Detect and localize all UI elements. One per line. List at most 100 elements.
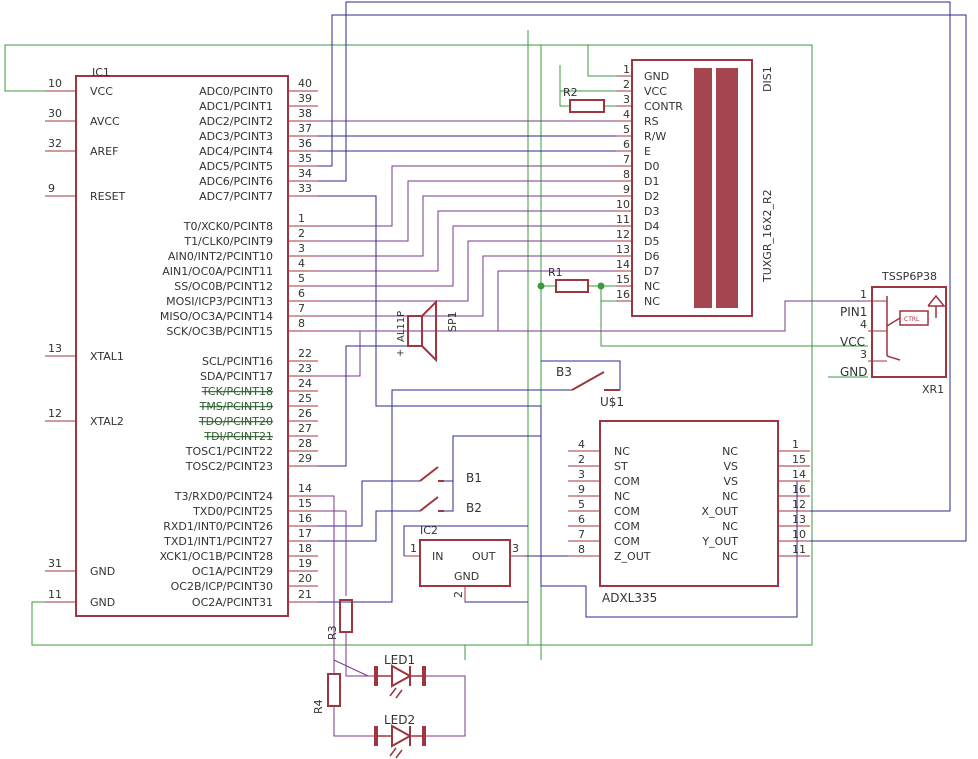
lcd-pin-num: 14 — [616, 258, 630, 271]
lcd-pin-label: D7 — [644, 265, 659, 278]
resistor-r4[interactable]: R4 — [312, 673, 341, 714]
adxl-pin-label: NC — [614, 445, 630, 458]
adxl-pin-label: NC — [722, 490, 738, 503]
adxl-pin-label: VS — [723, 475, 738, 488]
led2-triangle-icon — [391, 724, 413, 748]
ic1-pin-num: 18 — [298, 542, 312, 555]
net-led-gnd — [424, 675, 466, 737]
resistor-r1[interactable]: R1 — [548, 266, 589, 293]
ic1-pin-label: MISO/OC3A/PCINT14 — [160, 310, 273, 323]
led-led2[interactable]: LED2 — [374, 713, 426, 759]
ic1-pin-num: 14 — [298, 482, 312, 495]
ic1-pin-label: ADC0/PCINT0 — [199, 85, 273, 98]
regulator-ic2[interactable]: IC2 IN OUT GND 1 3 2 — [404, 524, 525, 602]
ic1-pin-num: 35 — [298, 152, 312, 165]
lcd-pin-label: D5 — [644, 235, 659, 248]
ic1-pin-num: 16 — [298, 512, 312, 525]
lcd-pin-label: D6 — [644, 250, 659, 263]
ic1-pin-label: ADC1/PCINT1 — [199, 100, 273, 113]
junction-dot — [597, 282, 605, 290]
lcd-pin-label: D4 — [644, 220, 659, 233]
ir-receiver[interactable]: TSSP6P38 XR1 CTRL 1 4 3 PIN1 VCC GND — [840, 270, 947, 396]
net-d4 — [288, 225, 616, 287]
ic1-pin-num: 32 — [48, 137, 62, 150]
switch-b1[interactable]: B1 — [419, 466, 482, 485]
net-r2-contr — [559, 65, 570, 107]
net-xr1-vcc — [600, 301, 868, 347]
net-adc7 — [288, 195, 600, 557]
ic1-pin-label: XTAL1 — [90, 350, 124, 363]
lcd-pin-num: 15 — [616, 273, 630, 286]
ic1-pin-num: 10 — [48, 77, 62, 90]
sp1-name: SP1 — [446, 311, 459, 332]
ic1-pin-num: 11 — [48, 588, 62, 601]
led1-triangle-icon — [391, 664, 413, 688]
ic1-pin-num: 36 — [298, 137, 312, 150]
ic1-pin-num: 25 — [298, 392, 312, 405]
r1-label: R1 — [548, 266, 563, 279]
ic1-pin-label: AREF — [90, 145, 118, 158]
sp1-value: AL11P — [396, 311, 407, 342]
net-d0 — [288, 165, 616, 227]
ic1-pin-label: AVCC — [90, 115, 120, 128]
xr1-pin-label: GND — [840, 365, 868, 379]
r2-label: R2 — [563, 86, 578, 99]
adxl-pin-label: Y_OUT — [701, 535, 738, 548]
sp1-body — [407, 315, 423, 347]
net-d2 — [288, 195, 616, 257]
lcd-pin-num: 16 — [616, 288, 630, 301]
adxl-pin-num: 8 — [578, 543, 585, 556]
lcd-pin-label: D3 — [644, 205, 659, 218]
ic1-pin-num: 12 — [48, 407, 62, 420]
net-ir — [288, 300, 868, 332]
resistor-r2[interactable]: R2 — [563, 86, 605, 113]
adxl-pin-num: 9 — [578, 483, 585, 496]
ic1-pin-label: OC2A/PCINT31 — [192, 596, 273, 609]
ic1-pin-label: XCK1/OC1B/PCINT28 — [160, 550, 273, 563]
ic1-pin-label: TOSC1/PCINT22 — [185, 445, 273, 458]
xr1-pin-num: 3 — [860, 348, 867, 361]
net-adc5 — [288, 14, 967, 542]
us1-label: U$1 — [600, 395, 624, 409]
adxl-pin-num: 7 — [578, 528, 585, 541]
ic1-pin-label: OC1A/PCINT29 — [192, 565, 273, 578]
adxl-pin-label: NC — [722, 445, 738, 458]
adxl-pin-num: 14 — [792, 468, 806, 481]
ic1-pin-num: 15 — [298, 497, 312, 510]
ic1-pin-num: 33 — [298, 182, 312, 195]
ic1-pin-num: 19 — [298, 557, 312, 570]
led1-label: LED1 — [384, 653, 415, 667]
ic1-microcontroller[interactable]: IC1 10VCC30AVCC32AREF9RESET13XTAL112XTAL… — [45, 66, 318, 617]
led1-arrow-icon — [389, 687, 403, 699]
net-r4-led2 — [333, 706, 376, 737]
switch-b3[interactable]: B3 U$1 — [556, 365, 624, 409]
ic1-pin-num: 21 — [298, 588, 312, 601]
resistor-r3[interactable]: R3 — [326, 599, 353, 640]
r4-label: R4 — [312, 699, 325, 714]
ic1-pin-num: 34 — [298, 167, 312, 180]
ic1-name: IC1 — [92, 66, 110, 79]
net-d1 — [288, 180, 616, 242]
ic1-pin-label: TXD0/PCINT25 — [192, 505, 273, 518]
lcd-display[interactable]: LCD DISPLAY 16x2 TUXGR_16X2_R2 DIS1 1GND… — [616, 59, 774, 317]
adxl-pin-num: 11 — [792, 543, 806, 556]
ic1-pin-num: 13 — [48, 342, 62, 355]
ic1-pin-label: OC2B/ICP/PCINT30 — [171, 580, 273, 593]
ic1-pin-label: ADC3/PCINT3 — [199, 130, 273, 143]
sp1-cone — [421, 299, 437, 363]
led-led1[interactable]: LED1 — [374, 653, 426, 699]
ic1-pin-label: T0/XCK0/PCINT8 — [183, 220, 273, 233]
lcd-pin-label: VCC — [644, 85, 667, 98]
xr1-pin-num: 4 — [860, 318, 867, 331]
lcd-pin-num: 7 — [623, 153, 630, 166]
switch-b2[interactable]: B2 — [419, 496, 482, 515]
ic1-pin-num: 1 — [298, 212, 305, 225]
xr1-value: TSSP6P38 — [881, 270, 937, 283]
ic1-pin-label: T3/RXD0/PCINT24 — [174, 490, 273, 503]
speaker-sp1[interactable]: SP1 AL11P + — [396, 299, 459, 363]
ic1-pin-label: TCK/PCINT18 — [201, 385, 273, 398]
ic1-pin-num: 28 — [298, 437, 312, 450]
r4-body — [327, 673, 341, 707]
accelerometer-adxl335[interactable]: ADXL335 4NC2ST3COM9NC5COM6COM7COM8Z_OUT … — [568, 420, 810, 605]
